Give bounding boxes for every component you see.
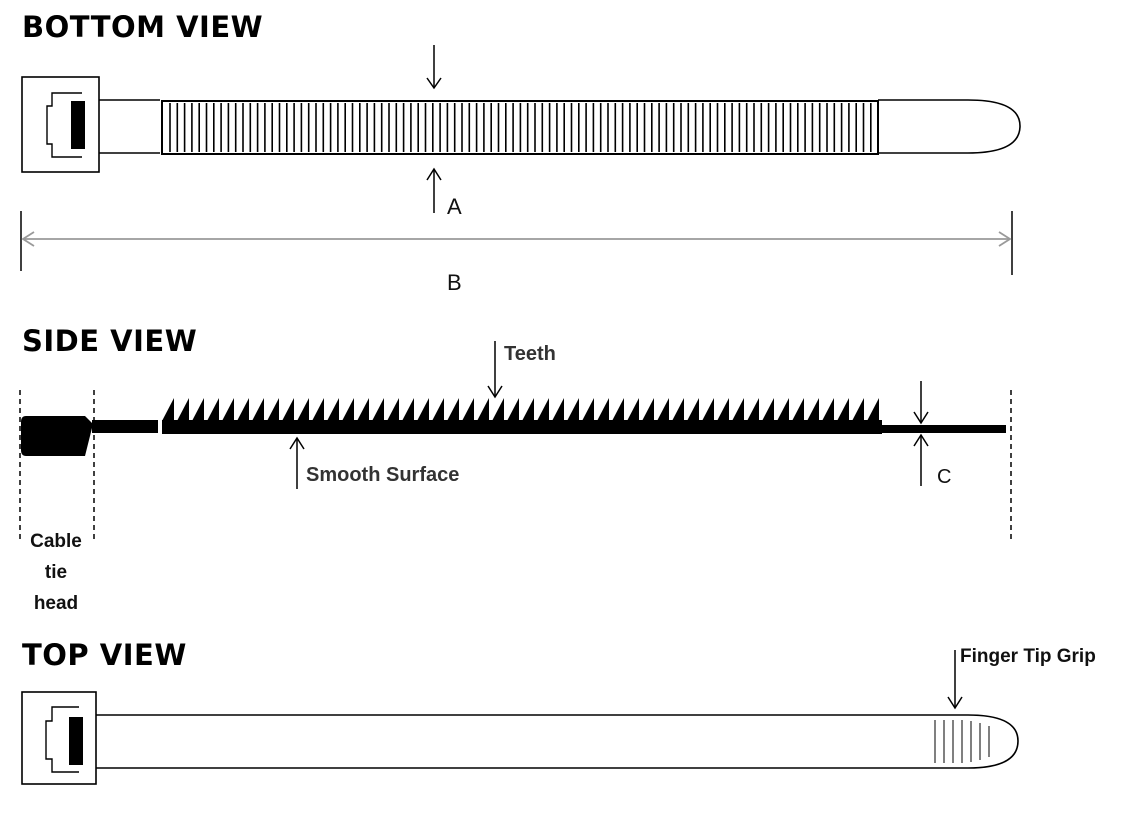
side-view <box>19 341 1012 541</box>
cable-tie-head-label-line-3: head <box>33 593 79 614</box>
tooth <box>267 398 279 421</box>
bottom-view-title: BOTTOM VIEW <box>22 10 264 44</box>
finger-tip-grip-label: Finger Tip Grip <box>960 646 1096 667</box>
side-view-tail <box>882 425 1006 433</box>
tooth <box>192 398 204 421</box>
tooth <box>432 398 444 421</box>
tooth <box>177 398 189 421</box>
finger-tip-grip-arrow <box>947 650 963 710</box>
tooth <box>747 398 759 421</box>
cable-tie-head-label: Cable tie head <box>16 526 96 619</box>
top-view-title: TOP VIEW <box>22 638 187 672</box>
dimension-c-arrows <box>913 381 929 486</box>
tooth <box>387 398 399 421</box>
tooth <box>492 398 504 421</box>
dimension-c-label: C <box>937 466 952 488</box>
side-view-teeth <box>162 398 879 421</box>
top-view-head <box>21 691 97 785</box>
tooth <box>627 398 639 421</box>
tooth <box>687 398 699 421</box>
top-view <box>21 650 1019 785</box>
tooth <box>852 398 864 421</box>
bottom-view-strap <box>99 99 1021 155</box>
tooth <box>252 398 264 421</box>
tooth <box>792 398 804 421</box>
tooth <box>777 398 789 421</box>
tooth <box>522 398 534 421</box>
tooth <box>837 398 849 421</box>
side-view-boundaries <box>19 390 1012 541</box>
tooth <box>762 398 774 421</box>
tooth <box>312 398 324 421</box>
tooth <box>342 398 354 421</box>
smooth-surface-arrow <box>289 436 305 489</box>
tooth <box>327 398 339 421</box>
tooth <box>282 398 294 421</box>
tooth <box>612 398 624 421</box>
tooth <box>732 398 744 421</box>
tooth <box>672 398 684 421</box>
tooth <box>702 398 714 421</box>
finger-tip-grip-lines <box>934 720 990 763</box>
tooth <box>822 398 834 421</box>
bottom-view-teeth <box>169 103 872 152</box>
side-view-title: SIDE VIEW <box>22 324 198 358</box>
top-view-strap <box>96 714 1019 769</box>
side-view-toothed-body <box>162 420 882 434</box>
dimension-a-arrows <box>426 45 442 213</box>
tooth <box>447 398 459 421</box>
side-view-neck <box>92 420 158 433</box>
tooth <box>222 398 234 421</box>
tooth <box>567 398 579 421</box>
tooth <box>867 398 879 421</box>
tooth <box>507 398 519 421</box>
tooth <box>807 398 819 421</box>
tooth <box>717 398 729 421</box>
tooth <box>402 398 414 421</box>
dimension-b-label: B <box>447 270 462 295</box>
tooth <box>462 398 474 421</box>
cable-tie-head-label-line-2: tie <box>44 562 68 583</box>
side-view-head <box>21 416 93 456</box>
dimension-b-line <box>20 211 1013 275</box>
tooth <box>417 398 429 421</box>
teeth-arrow <box>487 341 503 399</box>
tooth <box>162 398 174 421</box>
bottom-view-head <box>21 76 100 173</box>
tooth <box>237 398 249 421</box>
bottom-view <box>20 45 1021 275</box>
tooth <box>642 398 654 421</box>
tooth <box>552 398 564 421</box>
cable-tie-head-label-line-1: Cable <box>30 531 82 552</box>
tooth <box>537 398 549 421</box>
tooth <box>582 398 594 421</box>
dimension-a-label: A <box>447 194 462 219</box>
tooth <box>477 398 489 421</box>
teeth-label: Teeth <box>504 343 556 365</box>
tooth <box>207 398 219 421</box>
tooth <box>597 398 609 421</box>
tooth <box>657 398 669 421</box>
tooth <box>297 398 309 421</box>
tooth <box>357 398 369 421</box>
smooth-surface-label: Smooth Surface <box>306 464 460 486</box>
tooth <box>372 398 384 421</box>
